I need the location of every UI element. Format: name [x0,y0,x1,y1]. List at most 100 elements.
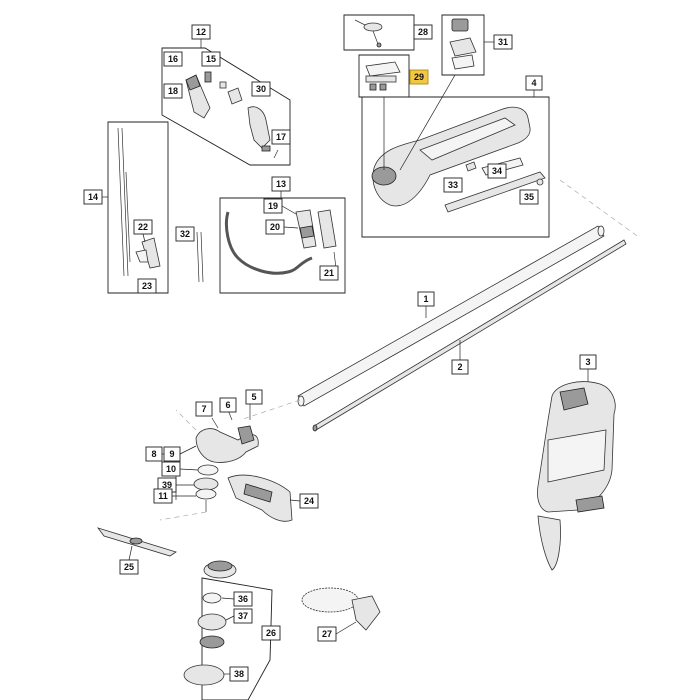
callout-label: 13 [276,179,286,189]
callout-12: 12 [191,24,211,40]
callout-8: 8 [145,446,163,462]
callout-label: 24 [304,496,314,506]
group-frame-13 [219,197,346,294]
callout-36: 36 [233,591,253,607]
callout-1: 1 [417,291,435,307]
callout-11: 11 [153,488,173,504]
group-frame-28 [343,14,415,51]
callout-label: 14 [88,192,98,202]
callout-label: 1 [423,294,428,304]
callout-22: 22 [133,219,153,235]
callout-35: 35 [519,189,539,205]
callout-28: 28 [413,24,433,40]
callout-label: 4 [531,78,536,88]
callout-27: 27 [317,626,337,642]
callout-14: 14 [83,189,103,205]
guard-part [227,474,293,522]
callout-26: 26 [261,625,281,641]
callout-20: 20 [265,219,285,235]
blade-part [96,527,177,557]
callout-label: 15 [206,54,216,64]
group-frame-29 [358,54,410,98]
callout-32: 32 [175,226,195,242]
callout-label: 25 [124,562,134,572]
callout-label: 3 [585,357,590,367]
callout-16: 16 [163,51,183,67]
callout-5: 5 [245,389,263,405]
callout-6: 6 [219,397,237,413]
callout-label: 27 [322,629,332,639]
callout-18: 18 [163,83,183,99]
callout-23: 23 [137,278,157,294]
callout-label: 5 [251,392,256,402]
callout-label: 20 [270,222,280,232]
callout-label: 29 [414,72,424,82]
callout-label: 35 [524,192,534,202]
callout-labels: 1 2 3 4 5 6 7 8 9 10 39 11 12 13 14 15 1… [83,24,597,682]
drive-shaft [312,239,627,432]
callout-17: 17 [271,129,291,145]
callout-10: 10 [161,461,181,477]
callout-label: 32 [180,229,190,239]
callout-24: 24 [299,493,319,509]
callout-label: 10 [166,464,176,474]
callout-2: 2 [451,359,469,375]
callout-label: 39 [162,480,172,490]
harness-part [537,381,616,571]
rod-part [117,127,161,277]
callout-label: 31 [498,37,508,47]
shaft-tube [297,225,605,407]
group-frame-4 [361,96,550,238]
callout-29: 29 [409,69,429,85]
callout-label: 19 [268,201,278,211]
callout-label: 12 [196,27,206,37]
callout-31: 31 [493,34,513,50]
callout-label: 7 [201,404,206,414]
callout-label: 18 [168,86,178,96]
callout-label: 21 [324,268,334,278]
callout-37: 37 [233,608,253,624]
callout-label: 28 [418,27,428,37]
callout-4: 4 [525,75,543,91]
callout-label: 9 [169,449,174,459]
callout-label: 26 [266,628,276,638]
cable-part [196,231,204,283]
callout-30: 30 [251,81,271,97]
callout-25: 25 [119,559,139,575]
callout-19: 19 [263,198,283,214]
callout-13: 13 [271,176,291,192]
callout-label: 34 [492,166,502,176]
callout-label: 6 [225,400,230,410]
group-frame-31 [441,14,485,76]
group-frame-14 [107,121,169,294]
callout-label: 36 [238,594,248,604]
callout-label: 16 [168,54,178,64]
callout-label: 22 [138,222,148,232]
callout-label: 23 [142,281,152,291]
callout-7: 7 [195,401,213,417]
callout-label: 2 [457,362,462,372]
saw-blade-part [301,587,381,631]
callout-34: 34 [487,163,507,179]
callout-label: 33 [448,180,458,190]
handle-part [185,71,279,159]
callout-38: 38 [229,666,249,682]
callout-label: 37 [238,611,248,621]
callout-label: 8 [151,449,156,459]
callout-label: 17 [276,132,286,142]
callout-9: 9 [163,446,181,462]
callout-3: 3 [579,354,597,370]
callout-15: 15 [201,51,221,67]
group-frame-12 [161,47,291,166]
callout-label: 11 [158,491,168,501]
callout-33: 33 [443,177,463,193]
gear-head-part [193,402,259,512]
handlebar-part [224,209,337,275]
callout-label: 38 [234,669,244,679]
callout-label: 30 [256,84,266,94]
callout-21: 21 [319,265,339,281]
housing-part [371,106,546,213]
trimmer-head-part [183,560,237,686]
